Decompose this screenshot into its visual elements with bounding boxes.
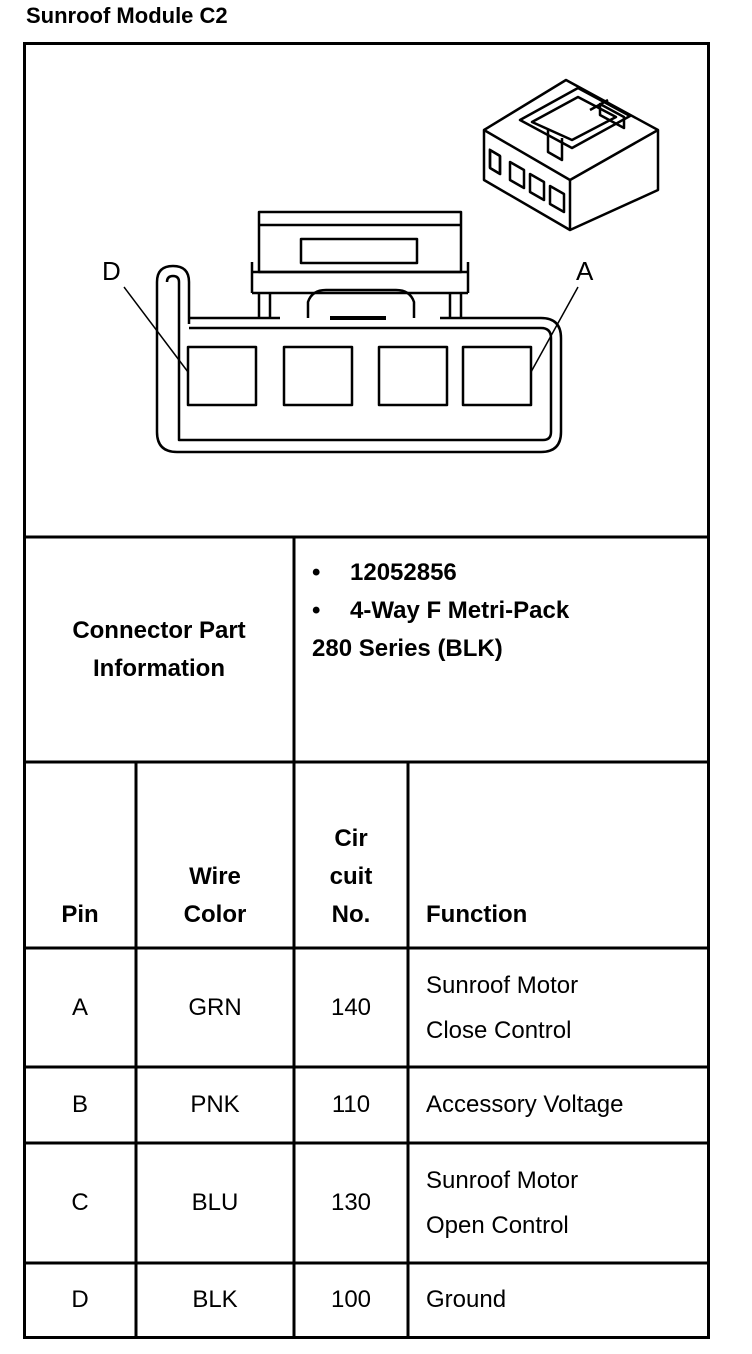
- table-row-b-function: Accessory Voltage: [426, 1091, 624, 1118]
- latch-window: [299, 237, 419, 265]
- table-row-d-wire: BLK: [192, 1286, 238, 1313]
- outer-border: [23, 42, 710, 1339]
- connector-info-label-line2: Information: [93, 654, 225, 682]
- page-title: Sunroof Module C2: [26, 3, 228, 28]
- table-row-a-circuit: 140: [330, 993, 372, 1021]
- header-pin: Pin: [61, 901, 99, 928]
- table-row-d-pin: D: [71, 1286, 89, 1313]
- label-pin-a: A: [576, 256, 594, 286]
- table-row-c-function: Sunroof Motor Open Control: [426, 1167, 579, 1239]
- cavity-a: [461, 345, 533, 407]
- connector-iso-drawing: [482, 78, 660, 232]
- table-row-a-pin: A: [71, 993, 88, 1021]
- connector-face-drawing: [123, 210, 579, 454]
- header-circuit-no: Cir cuit No.: [329, 825, 373, 928]
- cavity-b: [377, 345, 449, 407]
- header-wire-color: Wire Color: [183, 863, 247, 928]
- table-row-c-wire: BLU: [191, 1189, 239, 1216]
- table-row-b-circuit: 110: [331, 1091, 371, 1118]
- table-row-a-wire: GRN: [188, 993, 242, 1021]
- header-function: Function: [426, 901, 528, 928]
- cavity-d: [186, 345, 258, 407]
- part-number-item: •12052856: [312, 559, 457, 586]
- connector-info-label-line1: Connector Part: [72, 616, 246, 644]
- table-row-c-circuit: 130: [330, 1189, 372, 1216]
- table-grid: [23, 42, 710, 1339]
- table-row-d-function: Ground: [426, 1286, 507, 1313]
- table-row-c-pin: C: [71, 1189, 89, 1216]
- connector-type-item: •4-Way F Metri-Pack: [312, 597, 570, 624]
- table-row-a-function: Sunroof Motor Close Control: [426, 971, 579, 1044]
- connector-info-label: Connector Part Information: [26, 539, 292, 760]
- table-row-b-pin: B: [71, 1091, 88, 1118]
- leader-a: [530, 286, 579, 373]
- table-row-b-wire: PNK: [190, 1091, 240, 1118]
- leader-d: [123, 286, 189, 373]
- table-row-d-circuit: 100: [330, 1286, 372, 1313]
- cavity-c: [282, 345, 354, 407]
- connector-info-details: •12052856 •4-Way F Metri-Pack 280 Series…: [312, 554, 702, 668]
- connector-series: 280 Series (BLK): [312, 635, 503, 662]
- label-pin-d: D: [102, 256, 121, 286]
